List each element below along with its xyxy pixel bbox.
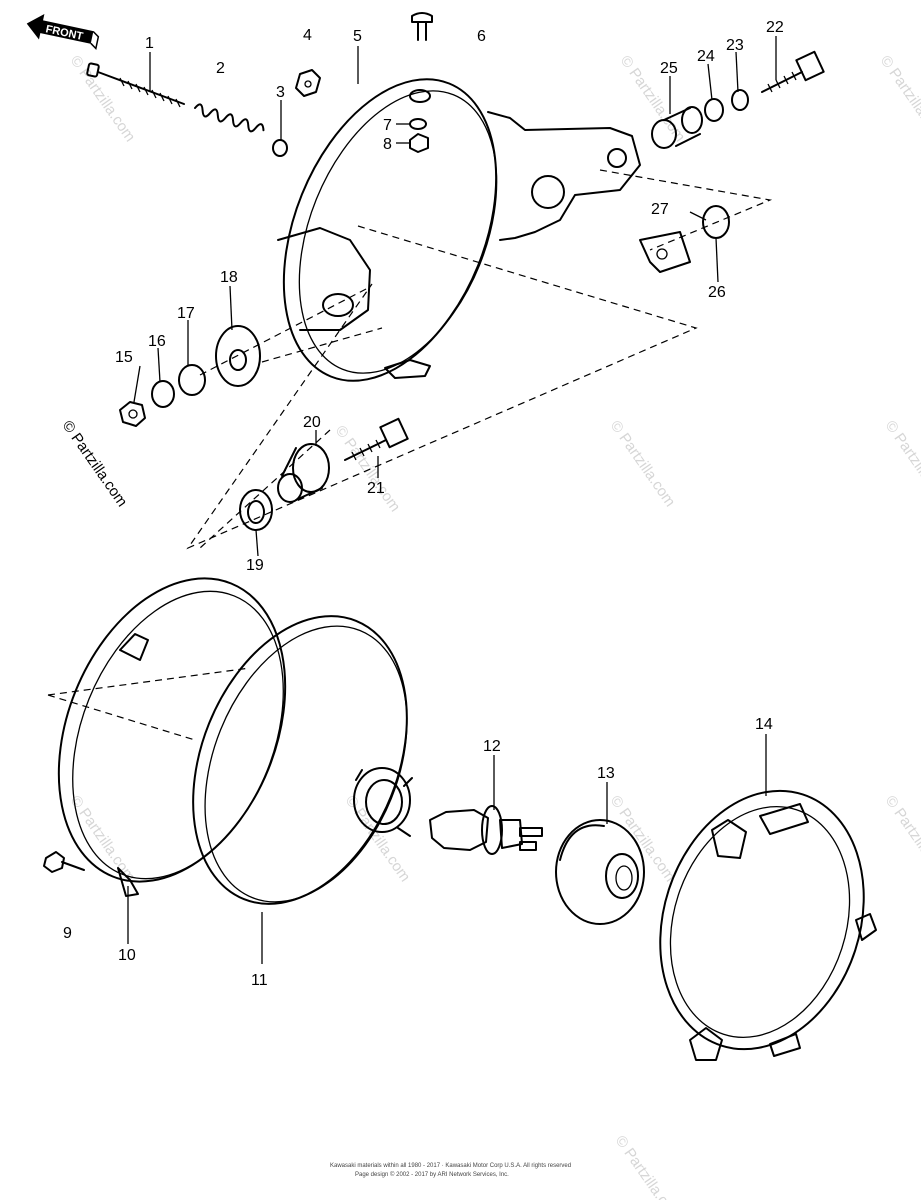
copyright-footer: Kawasaki materials within all 1980 - 201… [330,1163,571,1178]
callout-27: 27 [651,201,669,218]
callout-8: 8 [383,136,392,153]
part-9-screw [43,851,85,873]
callout-2: 2 [216,60,225,77]
callout-12: 12 [483,738,501,755]
watermark: © Partzilla.com [67,53,139,146]
part-4-nut [295,69,321,97]
front-arrow-icon: FRONT [26,13,100,51]
part-20-collar [277,443,330,503]
part-7-washer [409,118,427,130]
part-2-spring [194,103,265,133]
leader-lines [47,169,773,741]
part-24-washer [704,98,724,122]
callout-1: 1 [145,35,154,52]
part-11-reflector [192,615,413,905]
watermark: © Partzilla.com [877,53,921,146]
callout-17: 17 [177,305,195,322]
part-21-bolt [344,417,409,461]
callout-14: 14 [755,716,773,733]
callout-20: 20 [303,414,321,431]
watermark: © Partzilla.com [59,418,131,511]
callout-15: 15 [115,349,133,366]
callout-18: 18 [220,269,238,286]
watermark: © Partzilla.com [607,418,679,511]
callout-4: 4 [303,27,312,44]
callout-3: 3 [276,84,285,101]
callout-23: 23 [726,37,744,54]
part-5-headlight-housing [277,78,641,382]
part-14-headlight-ring [659,789,877,1061]
watermark: © Partzilla.com [342,793,414,886]
part-16-washer [151,380,175,408]
callout-16: 16 [148,333,166,350]
watermark: © Partzilla.com [882,793,921,886]
callout-22: 22 [766,19,784,36]
watermark: © Partzilla.com [882,418,921,511]
watermark: © Partzilla.com [332,423,404,516]
part-18-grommet [215,325,261,387]
callout-7: 7 [383,117,392,134]
callout-24: 24 [697,48,715,65]
part-15-nut [119,401,146,427]
part-8-nut [409,133,429,153]
callout-leaders [127,36,777,964]
watermark: © Partzilla.com [612,1133,684,1200]
part-6-screw [411,12,433,41]
callout-9: 9 [63,925,72,942]
callout-6: 6 [477,28,486,45]
front-label: FRONT [45,23,85,43]
callout-26: 26 [708,284,726,301]
part-10-rim [57,577,287,897]
callout-21: 21 [367,480,385,497]
callout-10: 10 [118,947,136,964]
part-12-bulb [429,805,543,855]
callout-5: 5 [353,28,362,45]
part-3-nut [272,139,288,157]
callout-numbers: 1 2 3 4 5 6 7 8 9 10 11 12 13 14 15 16 1… [63,19,784,989]
footer-line-2: Page design © 2002 - 2017 by ARI Network… [355,1171,509,1178]
part-22-bolt [761,50,825,93]
part-13-socket-cover [555,819,645,925]
part-1-bolt [86,62,185,108]
callout-11: 11 [251,972,268,989]
footer-line-1: Kawasaki materials within all 1980 - 201… [330,1163,571,1169]
callout-13: 13 [597,765,615,782]
part-25-bushing [651,106,703,149]
part-27-clip [639,231,691,273]
part-23-washer [731,89,749,111]
callout-25: 25 [660,60,678,77]
part-17-washer [178,364,206,396]
callout-19: 19 [246,557,264,574]
